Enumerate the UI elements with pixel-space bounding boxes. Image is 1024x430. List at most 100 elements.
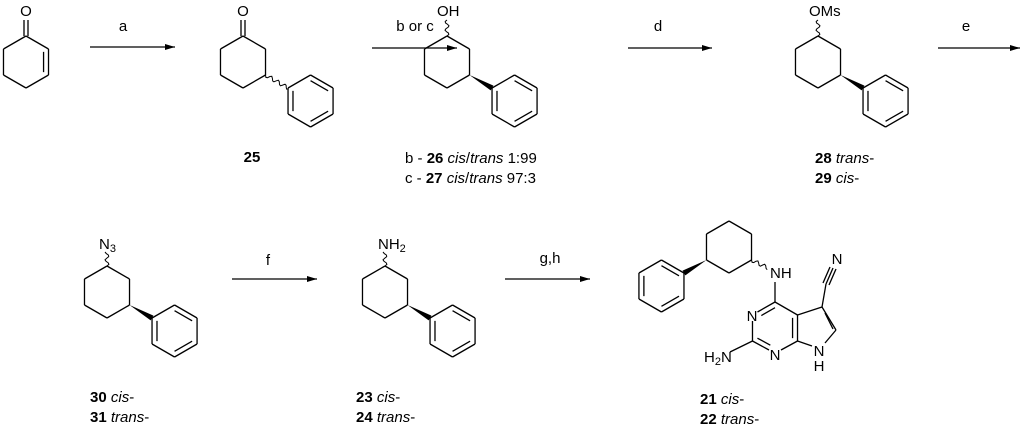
phenyl-double-bond xyxy=(661,295,680,307)
cyclohexane-bond xyxy=(362,265,386,280)
reagent-label-d: d xyxy=(654,18,662,35)
wedge-bond xyxy=(129,305,154,321)
atom-n1: N xyxy=(770,347,781,364)
reagent-label-bc: b or c xyxy=(396,18,434,35)
cyclohexanone-bond xyxy=(220,35,244,50)
c-nh2-bond xyxy=(729,340,753,353)
phenyl-ring-bond xyxy=(491,74,515,89)
wavy-bond xyxy=(815,19,821,37)
phenyl-ring-bond xyxy=(174,304,198,319)
phenyl-double-bond xyxy=(174,340,193,352)
phenyl-ring-bond xyxy=(429,343,453,358)
atom-h7: H xyxy=(814,358,825,375)
atom-oxygen: O xyxy=(20,3,32,20)
phenyl-ring-bond xyxy=(514,113,538,128)
pyrimidine-double-bond xyxy=(761,307,776,317)
compound-label-28: 28 trans- xyxy=(815,150,874,167)
cyclohexane-bond xyxy=(728,259,752,274)
phenyl-ring-bond xyxy=(310,74,334,89)
phenyl-double-bond xyxy=(885,80,904,92)
phenyl-ring-bond xyxy=(638,259,662,274)
phenyl-double-bond xyxy=(885,110,904,122)
phenyl-ring-bond xyxy=(491,113,515,128)
cyclohexane-bond xyxy=(706,220,730,235)
cyclohexane-bond xyxy=(817,74,841,89)
compound-label-21: 21 cis- xyxy=(700,391,744,408)
compound-label-24: 24 trans- xyxy=(356,409,415,426)
phenyl-double-bond xyxy=(174,310,193,322)
cyclohexane-bond xyxy=(106,304,130,319)
pyrimidine-double-bond xyxy=(757,337,771,346)
compound-label-26: b - 26 cis/trans 1:99 xyxy=(405,150,537,167)
reagent-label-f: f xyxy=(266,252,271,269)
pyrimidine-bond xyxy=(780,340,798,351)
phenyl-ring-bond xyxy=(151,343,175,358)
phenyl-ring-bond xyxy=(661,259,685,274)
pyrrole-bond xyxy=(797,340,813,347)
phenyl-double-bond xyxy=(514,80,533,92)
pyrimidine-bond xyxy=(752,340,770,351)
nitrile-triple-bond xyxy=(822,266,831,284)
reaction-arrow-a: a xyxy=(90,18,175,50)
compound-label-23: 23 cis- xyxy=(356,389,400,406)
cyclohexane-bond xyxy=(817,35,841,50)
atom-hydroxyl: OH xyxy=(437,3,460,20)
atom-nitrile-n: N xyxy=(832,251,843,268)
cyclohexane-bond xyxy=(446,74,470,89)
reaction-arrow-e: e xyxy=(938,18,1020,51)
atom-n3: N xyxy=(747,308,758,325)
reagent-label-e: e xyxy=(962,18,970,35)
pyrrole-double-bond xyxy=(824,312,834,330)
c-c-bond xyxy=(821,283,827,308)
phenyl-ring-bond xyxy=(452,343,476,358)
phenyl-ring-bond xyxy=(862,74,886,89)
phenyl-ring-bond xyxy=(862,113,886,128)
reagent-label-a: a xyxy=(119,18,128,35)
cyclohexanone-bond xyxy=(220,74,244,89)
wavy-bond xyxy=(382,251,388,267)
wavy-bond xyxy=(444,19,450,37)
pyrrole-bond xyxy=(824,329,837,344)
pyrimidine-bond xyxy=(757,301,776,313)
compound-label-30: 30 cis- xyxy=(90,389,134,406)
phenyl-double-bond xyxy=(310,80,329,92)
cyclohexanone-bond xyxy=(242,35,266,50)
atom-mesylate: OMs xyxy=(809,3,841,20)
cyclohexenone-bond xyxy=(3,35,27,50)
cyclohexane-bond xyxy=(446,35,470,50)
phenyl-ring-bond xyxy=(452,304,476,319)
phenyl-ring-bond xyxy=(885,113,909,128)
atom-amino: H2N xyxy=(704,349,732,368)
compound-label-29: 29 cis- xyxy=(815,170,859,187)
cyclohexenone-bond xyxy=(25,35,49,50)
atom-nh: NH xyxy=(770,265,792,282)
atom-amine: NH2 xyxy=(378,236,406,255)
cyclohexane-bond xyxy=(795,35,819,50)
cyclohexenone-bond xyxy=(3,74,27,89)
cyclohexenone-bond xyxy=(25,74,49,89)
wedge-bond xyxy=(469,75,494,91)
reaction-arrow-f: f xyxy=(232,252,317,282)
cyclohexane-bond xyxy=(106,265,130,280)
cyclohexane-bond xyxy=(424,74,448,89)
phenyl-ring-bond xyxy=(638,298,662,313)
phenyl-ring-bond xyxy=(174,343,198,358)
cyclohexanone-bond xyxy=(242,74,266,89)
nitrile-triple-bond xyxy=(825,267,834,285)
cyclohexane-bond xyxy=(362,304,386,319)
compound-label-25: 25 xyxy=(244,149,261,166)
atom-oxygen: O xyxy=(237,3,249,20)
wedge-bond xyxy=(840,75,865,91)
phenyl-ring-bond xyxy=(287,113,311,128)
wavy-bond xyxy=(265,74,288,90)
atom-azide: N3 xyxy=(99,236,116,255)
pyrrole-bond xyxy=(797,306,823,316)
wedge-bond xyxy=(682,260,707,276)
phenyl-double-bond xyxy=(310,110,329,122)
pyrimidine-bond xyxy=(774,301,798,316)
phenyl-ring-bond xyxy=(885,74,909,89)
wavy-bond xyxy=(751,259,768,271)
phenyl-double-bond xyxy=(514,110,533,122)
pyrrole-bond xyxy=(821,306,837,331)
cyclohexane-bond xyxy=(795,74,819,89)
